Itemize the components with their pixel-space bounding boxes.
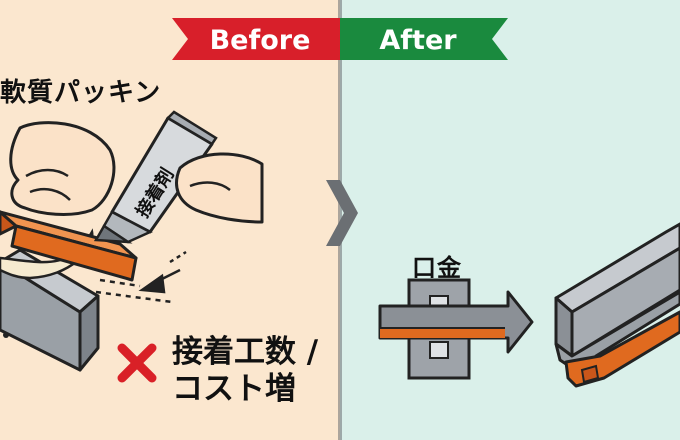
die-label: 口金 [412,254,462,282]
before-banner: Before [172,18,340,60]
transition-arrow-icon [326,180,358,246]
soft-gasket-label: 軟質パッキン [0,78,162,108]
problem-line-2: コスト増 [172,371,296,407]
problem-text: 接着工数 / コスト増 [172,334,318,408]
cross-icon [117,343,157,383]
after-banner: After [340,18,508,60]
after-label: After [379,25,457,56]
soft-gasket-strip [0,210,138,282]
glue-tube: 接着剤 [93,110,218,244]
problem-line-1: 接着工数 / [172,334,319,370]
before-panel [0,0,340,440]
before-label: Before [210,25,311,56]
integrated-profile [554,222,680,388]
panel-divider [338,0,342,440]
left-hand [9,121,116,216]
right-hand [175,152,264,224]
coextrusion-arrow-icon [378,290,534,354]
application-direction-arrow [95,250,187,304]
